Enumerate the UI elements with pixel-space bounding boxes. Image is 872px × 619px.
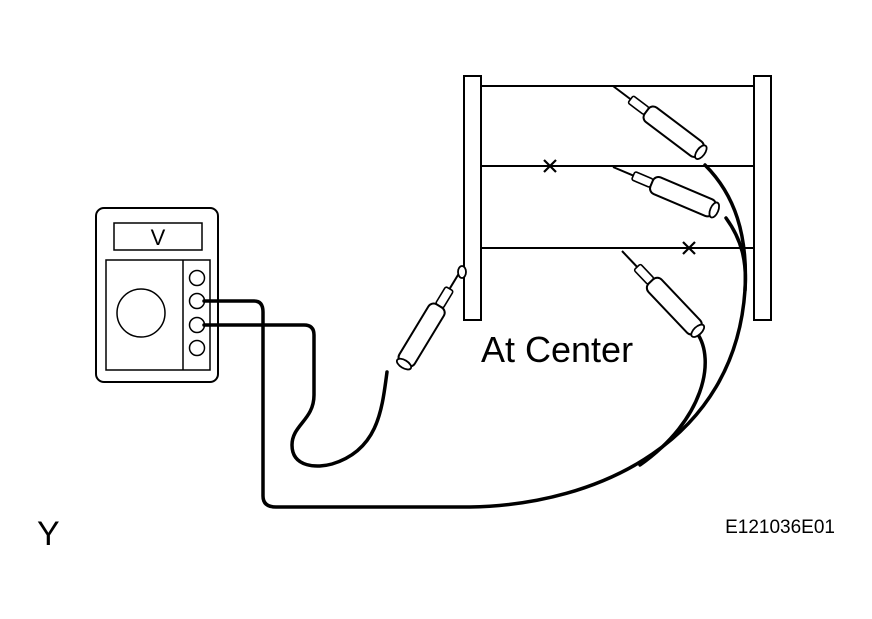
meter-display [113, 222, 203, 251]
corner-letter: Y [37, 515, 60, 553]
probe-top [612, 85, 708, 160]
figure-code: E121036E01 [725, 517, 835, 538]
test-lead-branch-low [638, 331, 707, 467]
test-lead-main [202, 163, 748, 509]
multimeter: V [95, 207, 219, 383]
at-center-label: At Center [481, 329, 633, 370]
left-contact-point [457, 265, 467, 279]
test-leads [202, 163, 748, 509]
meter-display-text: V [151, 225, 166, 250]
x-mark-icon [543, 159, 557, 173]
defogger-grid [463, 75, 772, 321]
probe-bottom [621, 250, 706, 338]
test-lead-branch-mid [724, 216, 748, 292]
right-bus-bar [753, 75, 772, 321]
meter-jack-1 [188, 269, 206, 287]
x-mark-icon [682, 241, 696, 255]
test-lead-left [202, 323, 389, 468]
probe-left [395, 269, 462, 371]
left-bus-bar [463, 75, 482, 321]
probe-middle [612, 166, 720, 219]
meter-dial [116, 288, 166, 338]
meter-jack-4 [188, 339, 206, 357]
